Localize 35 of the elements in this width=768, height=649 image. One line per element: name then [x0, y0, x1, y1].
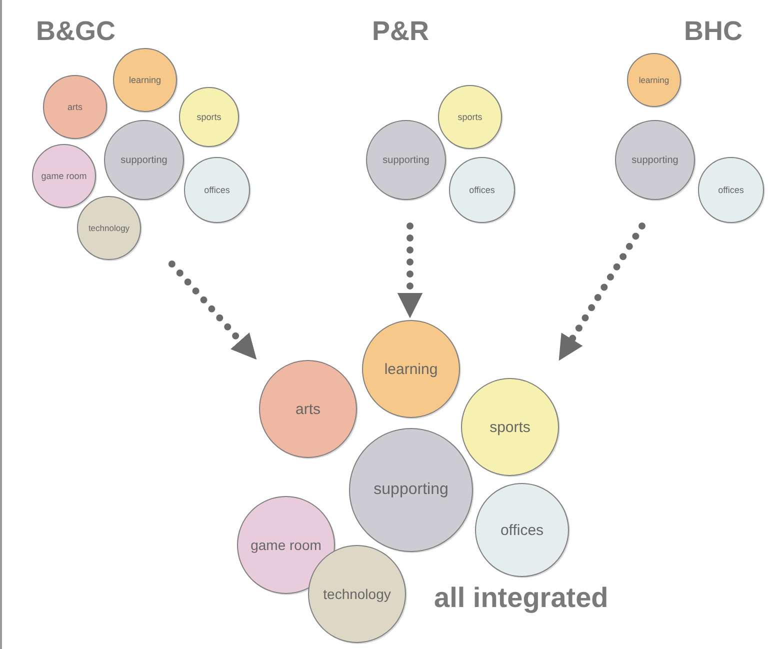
circle-label: supporting: [632, 154, 678, 166]
category-circle: [77, 196, 141, 260]
dotted-arrow: [168, 260, 257, 360]
category-circle: [627, 53, 681, 107]
circle-label: offices: [718, 185, 744, 195]
circle-label: supporting: [120, 154, 168, 166]
circle-label: offices: [204, 185, 230, 195]
circle-label: offices: [469, 185, 495, 195]
category-circle: [698, 157, 764, 223]
circle-label: arts: [67, 102, 82, 112]
group-heading: P&R: [372, 16, 430, 47]
circle-label: game room: [41, 171, 87, 181]
circle-label: offices: [500, 522, 544, 538]
category-circle: [104, 120, 184, 200]
category-circle: [184, 157, 250, 223]
circle-label: sports: [196, 112, 222, 122]
circle-label: technology: [88, 223, 130, 233]
circle-label: sports: [458, 112, 482, 122]
circle-label: supporting: [382, 154, 430, 166]
circle-label: learning: [384, 360, 438, 378]
group-heading: BHC: [684, 16, 742, 47]
circle-label: learning: [128, 75, 162, 85]
category-circle: [449, 157, 515, 223]
circle-label: game room: [250, 537, 322, 553]
circle-label: learning: [638, 75, 670, 85]
category-circle: [179, 87, 239, 147]
circle-label: arts: [295, 400, 320, 418]
group-heading: all integrated: [434, 582, 608, 614]
category-circle: [438, 85, 502, 149]
circle-label: supporting: [374, 481, 448, 499]
circle-label: technology: [323, 586, 391, 602]
dotted-arrow: [558, 222, 646, 361]
dotted-arrow: [397, 222, 423, 318]
group-heading: B&GC: [36, 16, 116, 47]
circle-label: sports: [490, 418, 530, 436]
